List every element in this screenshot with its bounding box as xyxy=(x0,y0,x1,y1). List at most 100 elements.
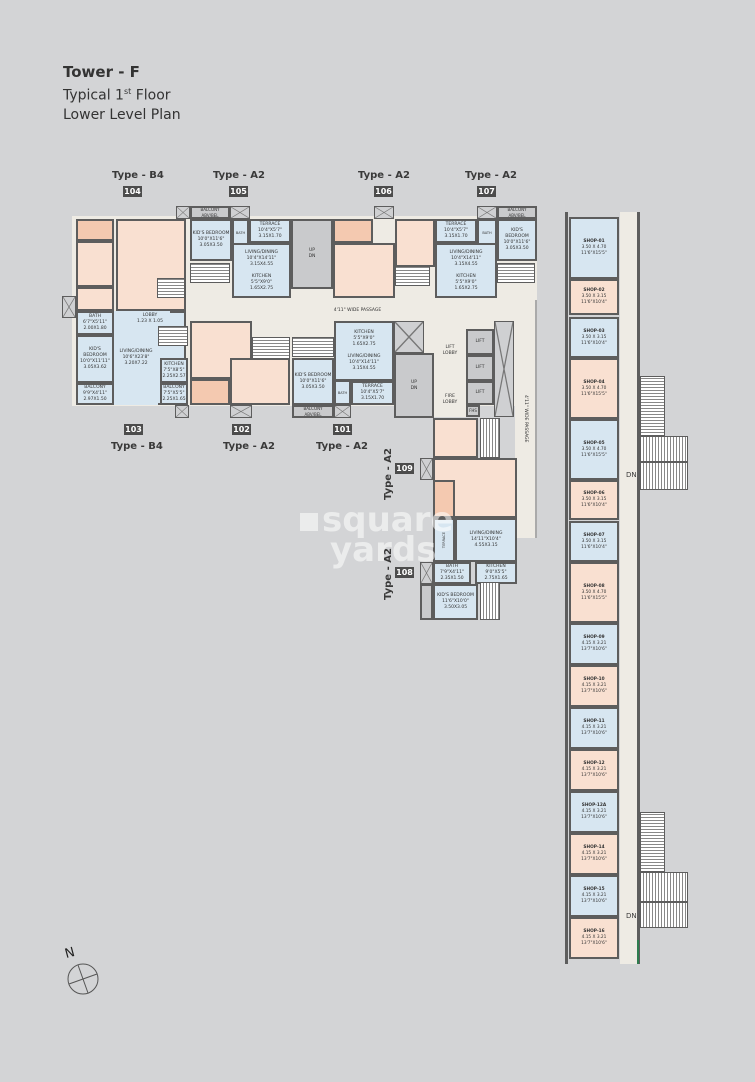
shop-metric-size: 3.50 X 4.70 xyxy=(581,245,607,250)
shop-name: SHOP-10 xyxy=(583,677,605,682)
shaft-104 xyxy=(62,296,76,318)
stair-105 xyxy=(190,263,230,283)
unit-type-label: Type - A2 xyxy=(316,441,368,452)
balcony-108[interactable] xyxy=(420,584,433,620)
room-104-bedroom[interactable] xyxy=(76,241,114,287)
shop-metric-size: 4.15 X 3.21 xyxy=(581,767,607,772)
unit-number-109[interactable]: 109 xyxy=(395,463,414,474)
bedroom-106[interactable] xyxy=(395,219,435,267)
living-106[interactable] xyxy=(333,243,395,298)
shop-metric-size: 3.50 X 3.15 xyxy=(581,497,607,502)
unit-number-106[interactable]: 106 xyxy=(374,186,393,197)
bath-105[interactable]: BATH xyxy=(232,219,249,247)
passage-label: 4'11" WIDE PASSAGE xyxy=(333,308,382,313)
shop-name: SHOP-16 xyxy=(583,929,605,934)
shop-name: SHOP-09 xyxy=(583,635,605,640)
unit-number-108[interactable]: 108 xyxy=(395,567,414,578)
shop-metric-size: 3.50 X 3.15 xyxy=(581,334,607,340)
room-104-bath[interactable] xyxy=(76,287,114,311)
fhs[interactable]: FHS xyxy=(466,405,480,417)
shaft xyxy=(230,405,252,418)
lift-2[interactable]: LIFT xyxy=(466,355,494,381)
bath-101[interactable]: BATH xyxy=(334,380,351,405)
duct xyxy=(394,321,424,353)
living-102[interactable] xyxy=(190,321,252,379)
shaft xyxy=(334,405,351,418)
horizontal-passage: 4'11" WIDE PASSAGE xyxy=(185,302,530,320)
balcony-109[interactable] xyxy=(433,480,455,518)
unit-number-105[interactable]: 105 xyxy=(229,186,248,197)
shop-name: SHOP-02 xyxy=(583,288,605,293)
shop-metric-size: 3.50 X 4.70 xyxy=(581,589,607,595)
stair-107 xyxy=(497,263,535,283)
unit-number-101[interactable]: 101 xyxy=(333,424,352,435)
shaft xyxy=(230,206,250,219)
balcony-106[interactable] xyxy=(333,219,373,243)
unit-number-107[interactable]: 107 xyxy=(477,186,496,197)
vertical-passage: 4'11" WIDE PASSAGE xyxy=(515,300,537,538)
unit-type-label: Type - A2 xyxy=(213,170,265,181)
shop-feet-size: 13'7"X10'6" xyxy=(581,731,607,736)
shop-feet-size: 13'7"X10'6" xyxy=(581,857,607,862)
shop-metric-size: 4.15 X 3.21 xyxy=(581,851,607,856)
unit-number-103[interactable]: 103 xyxy=(124,424,143,435)
room-104-balcony[interactable] xyxy=(76,219,114,241)
shop-metric-size: 4.15 X 3.21 xyxy=(581,809,607,814)
lift-1[interactable]: LIFT xyxy=(466,329,494,355)
unit-number-104[interactable]: 104 xyxy=(123,186,142,197)
bedroom-102[interactable] xyxy=(230,358,290,405)
unit-number-102[interactable]: 102 xyxy=(232,424,251,435)
lift-3[interactable]: LIFT xyxy=(466,381,494,405)
bedroom-109[interactable] xyxy=(433,418,478,458)
shops-corridor xyxy=(620,212,638,964)
shop-metric-size: 4.15 X 3.21 xyxy=(581,893,607,898)
terrace-108[interactable]: TERRACE xyxy=(433,518,455,562)
balcony-102[interactable] xyxy=(190,379,230,405)
shop-name: SHOP-12A xyxy=(581,803,607,808)
shop-feet-size: 11'6"X10'4" xyxy=(581,544,607,550)
shop-name: SHOP-15 xyxy=(583,887,605,892)
